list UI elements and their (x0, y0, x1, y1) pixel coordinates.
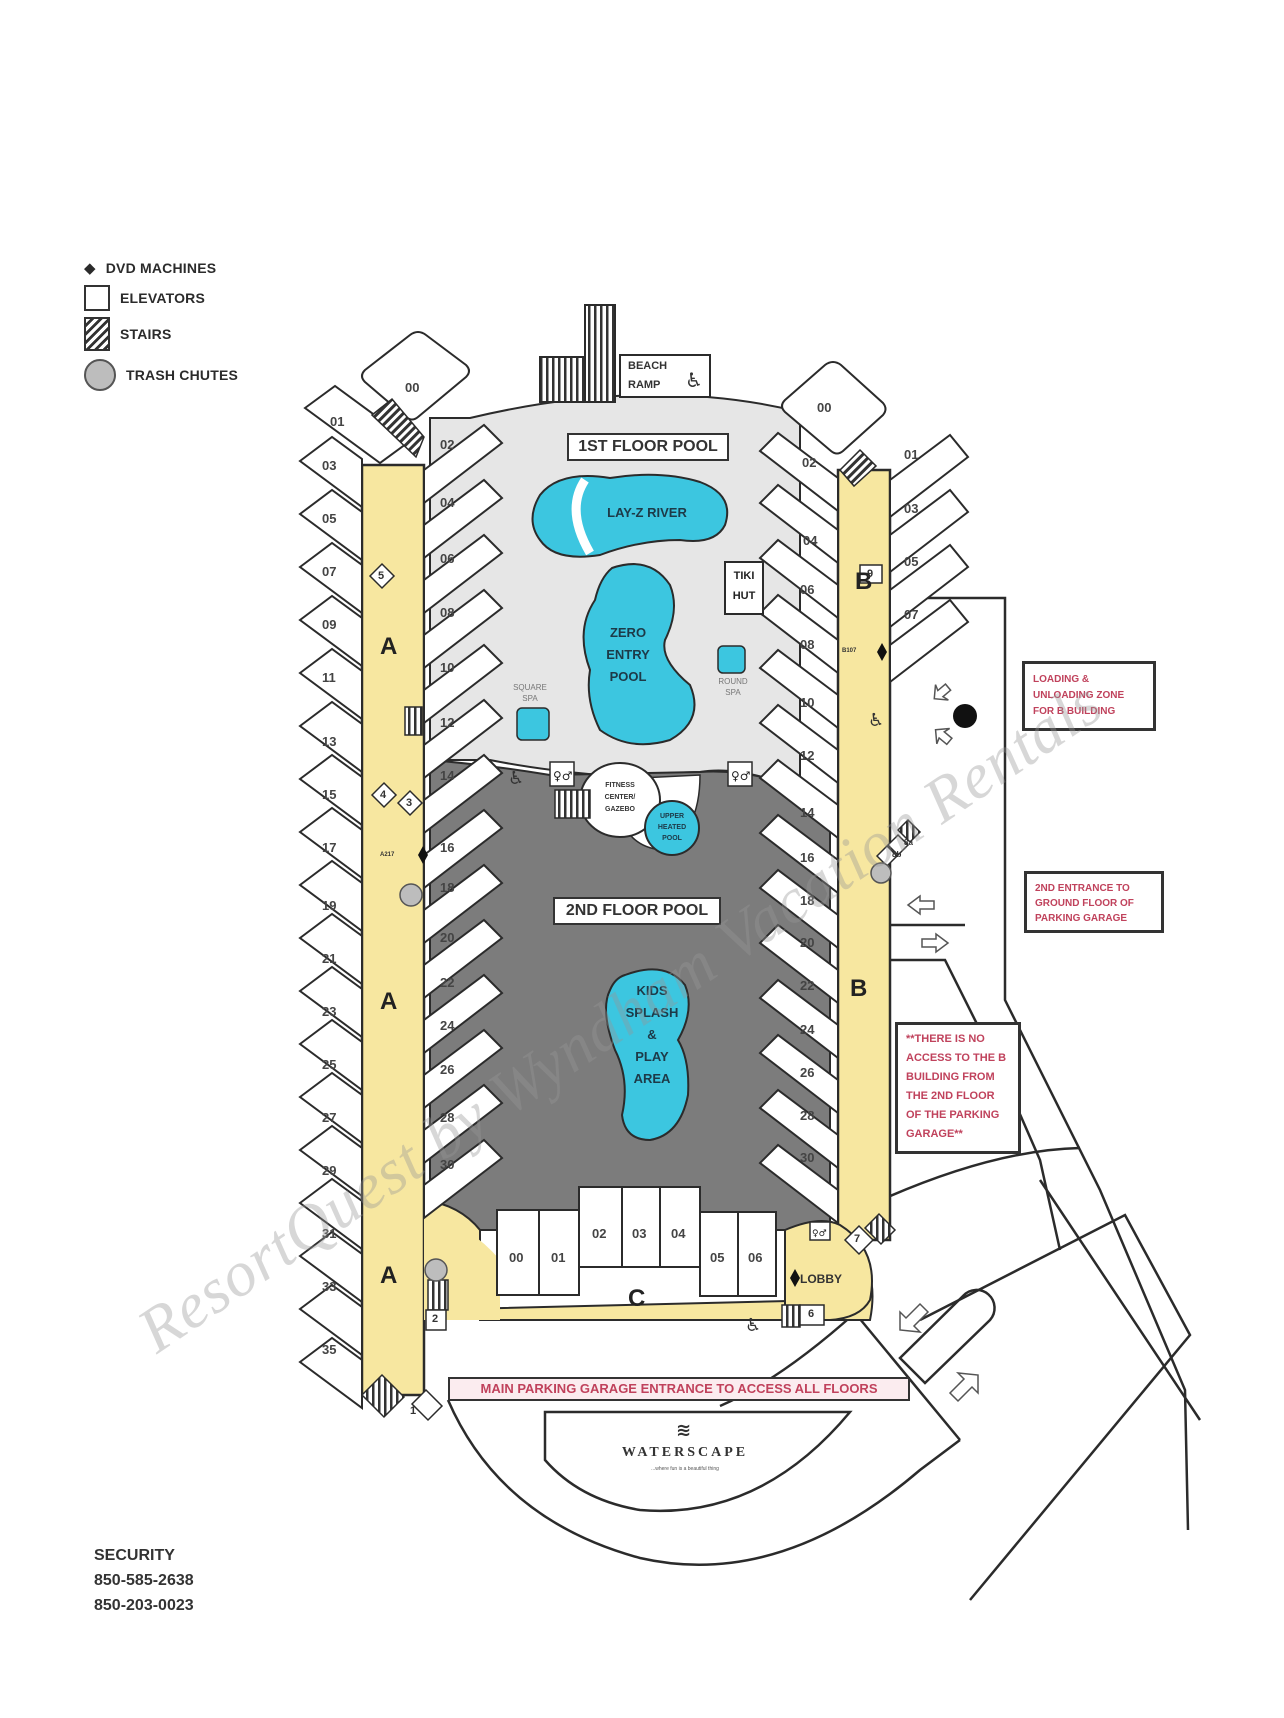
building-a-label: A (380, 988, 398, 1015)
legend-stairs: STAIRS (84, 317, 172, 351)
a-unit-00: 00 (405, 380, 420, 395)
second-floor-pool-title: 2ND FLOOR POOL (553, 897, 721, 925)
security-title: SECURITY (94, 1547, 175, 1564)
building-b-unit-00 (781, 361, 887, 455)
building-a-right-units (423, 423, 504, 1221)
tiki-hut (724, 561, 764, 615)
elevator-square-icon (84, 285, 110, 311)
trash-chute-circle-icon (84, 359, 116, 391)
building-a-label: A (380, 1262, 398, 1289)
square-spa (516, 707, 550, 741)
legend-trash-chutes: TRASH CHUTES (84, 359, 238, 391)
b-unit-00: 00 (817, 400, 832, 415)
building-b-label: B (850, 975, 868, 1002)
zero-entry-pool (582, 563, 696, 746)
round-spa (717, 645, 746, 674)
dvd-diamond-icon: ◆ (84, 260, 96, 277)
stairs-hatched-icon (84, 317, 110, 351)
first-floor-pool-title: 1ST FLOOR POOL (567, 433, 729, 461)
waterscape-tagline: ...where fun is a beautiful thing (651, 1466, 719, 1472)
building-c-units (496, 1186, 777, 1297)
beach-ramp-box (619, 354, 711, 398)
security-contact: SECURITY 850-585-2638 850-203-0023 (94, 1543, 194, 1618)
svg-text:♀♂: ♀♂ (812, 1229, 827, 1239)
wheelchair-access-icon: ♿ (508, 768, 525, 788)
second-entrance-note: 2ND ENTRANCE TO GROUND FLOOR OF PARKING … (1024, 871, 1164, 933)
building-b-left-units (758, 431, 839, 1226)
security-phone-1[interactable]: 850-585-2638 (94, 1572, 194, 1589)
restroom-right (727, 761, 753, 787)
waterscape-logo-text: WATERSCAPE (621, 1445, 749, 1460)
upper-heated-pool (644, 800, 700, 856)
building-a-unit-00 (361, 331, 470, 421)
legend-elevators: ELEVATORS (84, 285, 205, 311)
main-parking-entrance-note: MAIN PARKING GARAGE ENTRANCE TO ACCESS A… (448, 1377, 910, 1401)
building-a-left-units (298, 384, 412, 1410)
restroom-left (549, 761, 575, 787)
beach-stairs (539, 356, 586, 403)
no-access-note: **THERE IS NO ACCESS TO THE B BUILDING F… (895, 1022, 1021, 1154)
dvd-a217-label: A217 (380, 852, 395, 858)
building-b-label: B (855, 568, 873, 595)
waterscape-logo-icon: ≋ (676, 1420, 692, 1440)
roundabout-dot (953, 704, 977, 728)
building-c-label: C (628, 1285, 646, 1312)
kids-splash-pool (605, 968, 690, 1142)
building-b-right-units (889, 433, 970, 685)
security-phone-2[interactable]: 850-203-0023 (94, 1597, 194, 1614)
wheelchair-access-icon: ♿ (745, 1315, 762, 1335)
lazy-river-label: LAY-Z RIVER (607, 505, 687, 520)
wheelchair-access-icon: ♿ (868, 710, 885, 730)
wheelchair-access-icon: ♿ (685, 370, 703, 392)
lobby-label: LOBBY (800, 1272, 842, 1286)
dvd-b107-label: B107 (842, 648, 857, 654)
trash-chutes (399, 862, 892, 1282)
building-a-corridor (360, 463, 426, 1397)
svg-text:♀♂: ♀♂ (731, 769, 751, 783)
restroom-lobby (809, 1221, 831, 1241)
elevators (368, 562, 910, 1422)
dvd-machines (418, 643, 887, 1287)
loading-zone-note: LOADING & UNLOADING ZONE FOR B BUILDING (1022, 661, 1156, 731)
svg-text:♀♂: ♀♂ (553, 769, 573, 783)
legend-dvd-machines: ◆ DVD MACHINES (84, 260, 217, 277)
building-a-label: A (380, 633, 398, 660)
